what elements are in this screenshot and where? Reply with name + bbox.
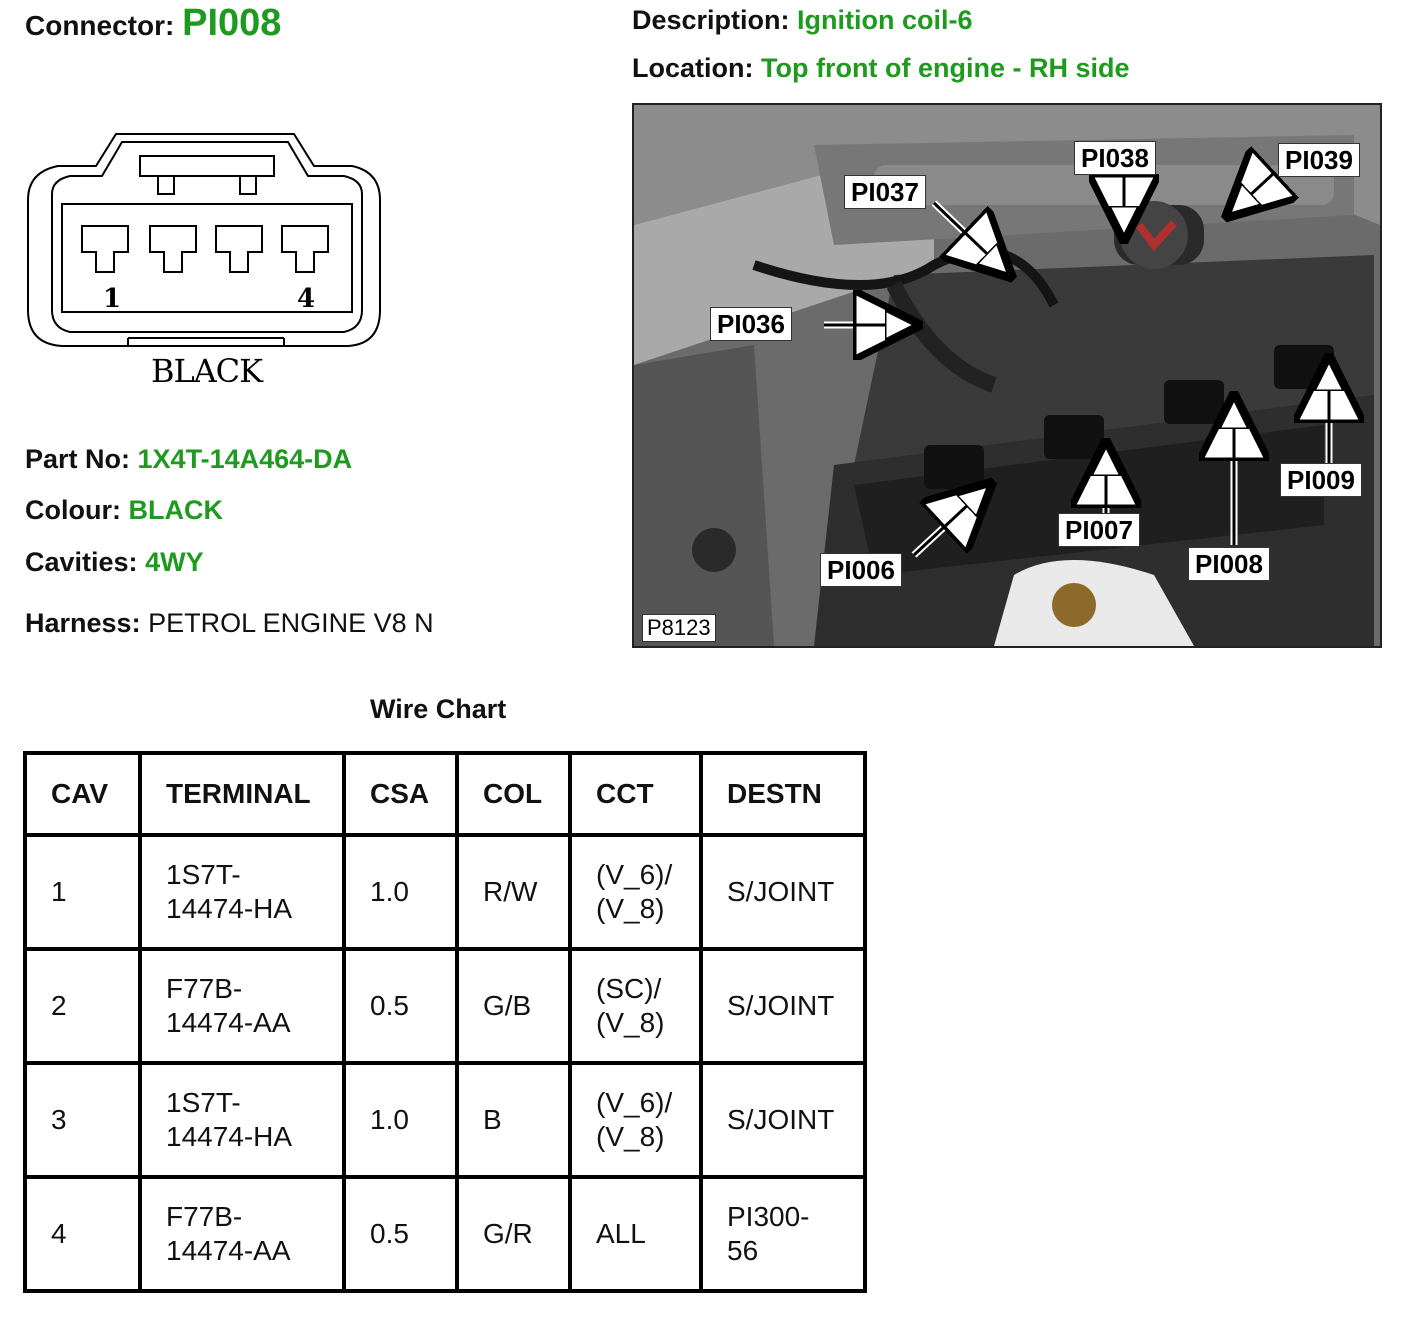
cell-csa: 0.5 xyxy=(342,947,459,1065)
cct-line-1: (V_6)/ xyxy=(596,1087,673,1118)
cell-col: G/B xyxy=(455,947,572,1065)
cct-line-2: (V_8) xyxy=(596,1121,665,1152)
cavities-value: 4WY xyxy=(145,547,204,577)
description-label: Description: xyxy=(632,5,790,35)
table-row: 3 1S7T-14474-HA 1.0 B (V_6)/(V_8) S/JOIN… xyxy=(23,1061,867,1179)
part-number-line: Part No: 1X4T-14A464-DA xyxy=(25,444,352,475)
table-row: 2 F77B-14474-AA 0.5 G/B (SC)/(V_8) S/JOI… xyxy=(23,947,867,1065)
cell-cct: ALL xyxy=(568,1175,703,1293)
cell-col: R/W xyxy=(455,833,572,951)
cell-cav: 3 xyxy=(23,1061,142,1179)
cell-destn: S/JOINT xyxy=(699,947,867,1065)
connector-line: Connector: PI008 xyxy=(25,2,281,45)
cell-destn: PI300-56 xyxy=(699,1175,867,1293)
terminal-line-1: 1S7T- xyxy=(166,1087,241,1118)
cell-csa: 1.0 xyxy=(342,1061,459,1179)
cell-terminal: F77B-14474-AA xyxy=(138,1175,346,1293)
connector-label: Connector: xyxy=(25,10,175,41)
connector-face-diagram: 1 4 BLACK xyxy=(27,133,381,390)
cell-csa: 0.5 xyxy=(342,1175,459,1293)
cct-line-1: (SC)/ xyxy=(596,973,662,1004)
cavities-label: Cavities: xyxy=(25,547,138,577)
cct-line-1: (V_6)/ xyxy=(596,859,673,890)
terminal-line-2: 14474-HA xyxy=(166,1121,293,1152)
terminal-line-2: 14474-HA xyxy=(166,893,293,924)
cell-cav: 4 xyxy=(23,1175,142,1293)
colour-line: Colour: BLACK xyxy=(25,495,223,526)
callout-pi037: PI037 xyxy=(844,175,926,209)
cell-cct: (V_6)/(V_8) xyxy=(568,833,703,951)
terminal-line-2: 14474-AA xyxy=(166,1235,291,1266)
description-line: Description: Ignition coil-6 xyxy=(632,5,973,36)
destn-line-1: S/JOINT xyxy=(727,990,835,1021)
part-number-label: Part No: xyxy=(25,444,131,474)
terminal-line-2: 14474-AA xyxy=(166,1007,291,1038)
cell-destn: S/JOINT xyxy=(699,1061,867,1179)
cell-cct: (SC)/(V_8) xyxy=(568,947,703,1065)
terminal-line-1: F77B- xyxy=(166,973,243,1004)
cell-col: G/R xyxy=(455,1175,572,1293)
cell-cct: (V_6)/(V_8) xyxy=(568,1061,703,1179)
header-col: COL xyxy=(455,751,572,837)
connector-value: PI008 xyxy=(182,2,282,44)
colour-label: Colour: xyxy=(25,495,121,525)
callout-pi008: PI008 xyxy=(1188,547,1270,581)
colour-value: BLACK xyxy=(128,495,224,525)
destn-line-2: 56 xyxy=(727,1235,759,1266)
cct-line-2: (V_8) xyxy=(596,1007,665,1038)
connector-color-label: BLACK xyxy=(151,352,264,390)
pin-4-label: 4 xyxy=(297,284,315,314)
wire-chart-table: CAV TERMINAL CSA COL CCT DESTN 1 1S7T-14… xyxy=(23,751,867,1293)
cell-cav: 2 xyxy=(23,947,142,1065)
photo-code: P8123 xyxy=(642,614,716,642)
cct-line-2: (V_8) xyxy=(596,893,665,924)
part-number-value: 1X4T-14A464-DA xyxy=(137,444,353,474)
table-row: 1 1S7T-14474-HA 1.0 R/W (V_6)/(V_8) S/JO… xyxy=(23,833,867,951)
table-header-row: CAV TERMINAL CSA COL CCT DESTN xyxy=(23,751,867,837)
header-destn: DESTN xyxy=(699,751,867,837)
cct-line-1: ALL xyxy=(596,1218,646,1249)
harness-label: Harness: xyxy=(25,608,141,638)
cell-cav: 1 xyxy=(23,833,142,951)
callout-pi009: PI009 xyxy=(1280,463,1362,497)
location-label: Location: xyxy=(632,53,754,83)
callout-pi006: PI006 xyxy=(820,553,902,587)
description-value: Ignition coil-6 xyxy=(797,5,973,35)
table-row: 4 F77B-14474-AA 0.5 G/R ALL PI300-56 xyxy=(23,1175,867,1293)
cell-destn: S/JOINT xyxy=(699,833,867,951)
destn-line-1: S/JOINT xyxy=(727,1104,835,1135)
pin-1-label: 1 xyxy=(103,284,121,314)
location-line: Location: Top front of engine - RH side xyxy=(632,53,1129,84)
destn-line-1: PI300- xyxy=(727,1201,810,1232)
harness-value: PETROL ENGINE V8 N xyxy=(148,608,434,638)
cell-csa: 1.0 xyxy=(342,833,459,951)
terminal-line-1: 1S7T- xyxy=(166,859,241,890)
header-csa: CSA xyxy=(342,751,459,837)
terminal-line-1: F77B- xyxy=(166,1201,243,1232)
callout-pi007: PI007 xyxy=(1058,513,1140,547)
harness-line: Harness: PETROL ENGINE V8 N xyxy=(25,608,434,639)
callout-pi039: PI039 xyxy=(1278,143,1360,177)
destn-line-1: S/JOINT xyxy=(727,876,835,907)
cell-terminal: 1S7T-14474-HA xyxy=(138,1061,346,1179)
cell-col: B xyxy=(455,1061,572,1179)
header-cav: CAV xyxy=(23,751,142,837)
engine-location-photo: PI037 PI038 PI039 PI036 PI009 PI007 PI00… xyxy=(632,103,1382,648)
header-terminal: TERMINAL xyxy=(138,751,346,837)
callout-pi038: PI038 xyxy=(1074,141,1156,175)
cell-terminal: F77B-14474-AA xyxy=(138,947,346,1065)
cavities-line: Cavities: 4WY xyxy=(25,547,204,578)
wire-chart-title: Wire Chart xyxy=(370,694,507,724)
cell-terminal: 1S7T-14474-HA xyxy=(138,833,346,951)
callout-pi036: PI036 xyxy=(710,307,792,341)
header-cct: CCT xyxy=(568,751,703,837)
location-value: Top front of engine - RH side xyxy=(761,53,1130,83)
